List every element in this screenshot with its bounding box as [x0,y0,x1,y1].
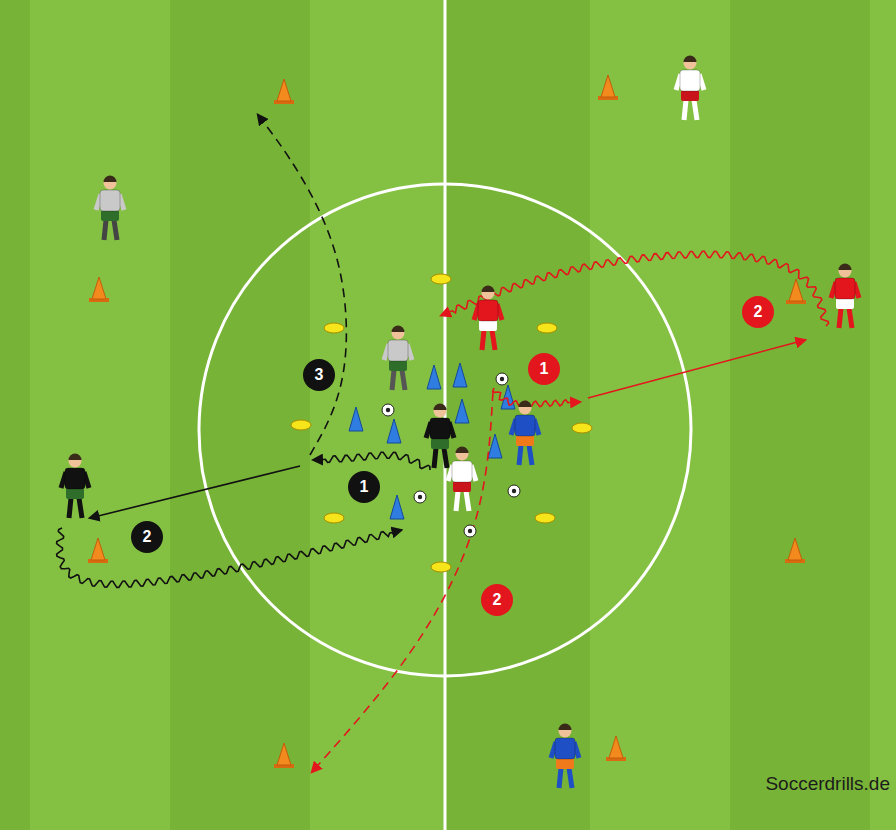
pass-line [588,340,805,398]
pitch-stripe [310,0,445,830]
callout-number: 2 [481,584,513,616]
callout-text: 1 [360,479,369,495]
pole-cone [349,407,363,431]
marker-cone [598,75,618,100]
callout-text: 2 [493,592,502,608]
callout-number: 2 [131,521,163,553]
flat-disc [291,420,311,430]
marker-cone [89,277,109,302]
pitch-stripe [445,0,590,830]
watermark: Soccerdrills.de [765,773,890,795]
callout-text: 1 [540,361,549,377]
player-figure [448,447,476,538]
player-figure [414,404,454,503]
player-figure [96,176,124,240]
pole-cone [390,495,404,519]
pole-cone [387,419,401,443]
player-figure [831,264,859,329]
flat-disc [572,423,592,433]
marker-cone [785,538,805,563]
pitch-stripe [730,0,870,830]
pitch-stripe [590,0,730,830]
callout-number: 1 [528,353,560,385]
callout-text: 3 [315,367,324,383]
flat-disc [535,513,555,523]
pole-cone [501,385,515,409]
pitch-stripe [30,0,170,830]
flat-disc [324,513,344,523]
player-figure [551,724,579,789]
movement-paths [57,115,829,772]
pitch-stripe [870,0,896,830]
player-figure [676,56,704,121]
callout-text: 2 [143,529,152,545]
player-figure [61,454,89,518]
flat-disc [324,323,344,333]
pitch-stripe [170,0,310,830]
callout-number: 2 [742,296,774,328]
pole-cone [453,363,467,387]
marker-cone [274,79,294,104]
player-figure [382,326,412,417]
marker-cone [786,279,806,304]
pole-cone [427,365,441,389]
flat-disc [537,323,557,333]
pole-cone [455,399,469,423]
pass-line [90,466,300,518]
pitch-stripe [0,0,30,830]
run-line [258,115,346,455]
marker-cone [606,736,626,761]
callout-text: 2 [754,304,763,320]
dribble-path [493,388,580,407]
callout-number: 1 [348,471,380,503]
dribble-path [57,528,402,587]
flat-disc [431,274,451,284]
marker-cone [88,538,108,563]
dribble-path [313,452,430,470]
callout-number: 3 [303,359,335,391]
players [61,56,859,789]
flat-disc [431,562,451,572]
run-line [312,392,493,772]
marker-cone [274,743,294,768]
equipment [88,75,806,768]
centre-circle [199,184,691,676]
player-figure [474,286,508,385]
player-figure [508,401,539,498]
